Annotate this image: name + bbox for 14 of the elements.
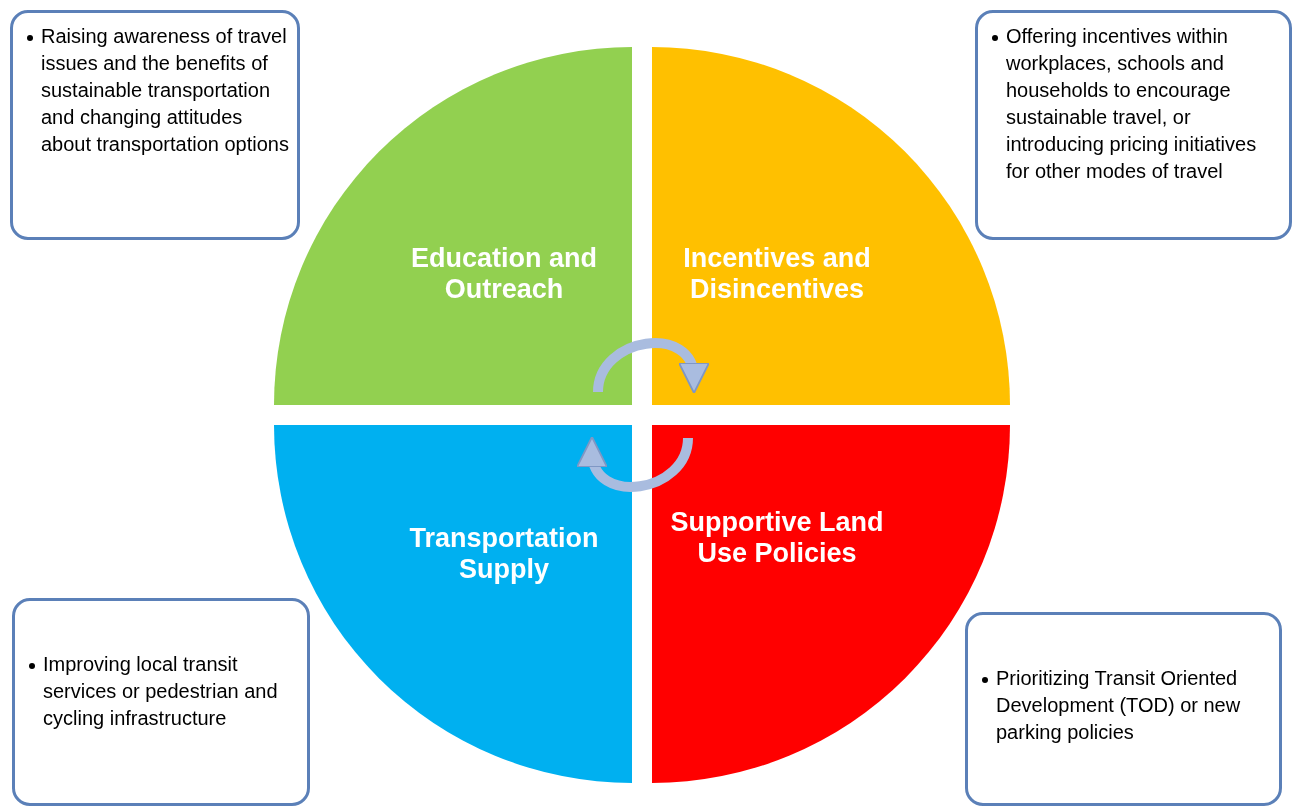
quadrant-title: Supportive Land Use Policies	[669, 507, 885, 569]
bullet-text: Prioritizing Transit Oriented Development (TOD) or new parking policies	[980, 665, 1276, 746]
callout-box	[12, 598, 310, 806]
callout-box	[975, 10, 1292, 240]
callout-box	[10, 10, 300, 240]
bullet-text: Improving local transit services or pedestrian and cycling infrastructure	[27, 651, 303, 732]
quadrant-title: Education and Outreach	[410, 243, 598, 305]
quadrant-title: Transportation Supply	[408, 523, 600, 585]
callout-box	[965, 612, 1282, 806]
bullet-text: Offering incentives within workplaces, schools and households to encourage sustainable travel, or introducing pricing initiatives for other modes of travel	[990, 23, 1281, 185]
cycle-arrow	[578, 436, 693, 492]
quadrant-title: Incentives and Disincentives	[682, 243, 872, 305]
cycle-arrow	[593, 338, 708, 394]
bullet-text: Raising awareness of travel issues and the benefits of sustainable transportation and changing attitudes about transportation options	[25, 23, 291, 158]
